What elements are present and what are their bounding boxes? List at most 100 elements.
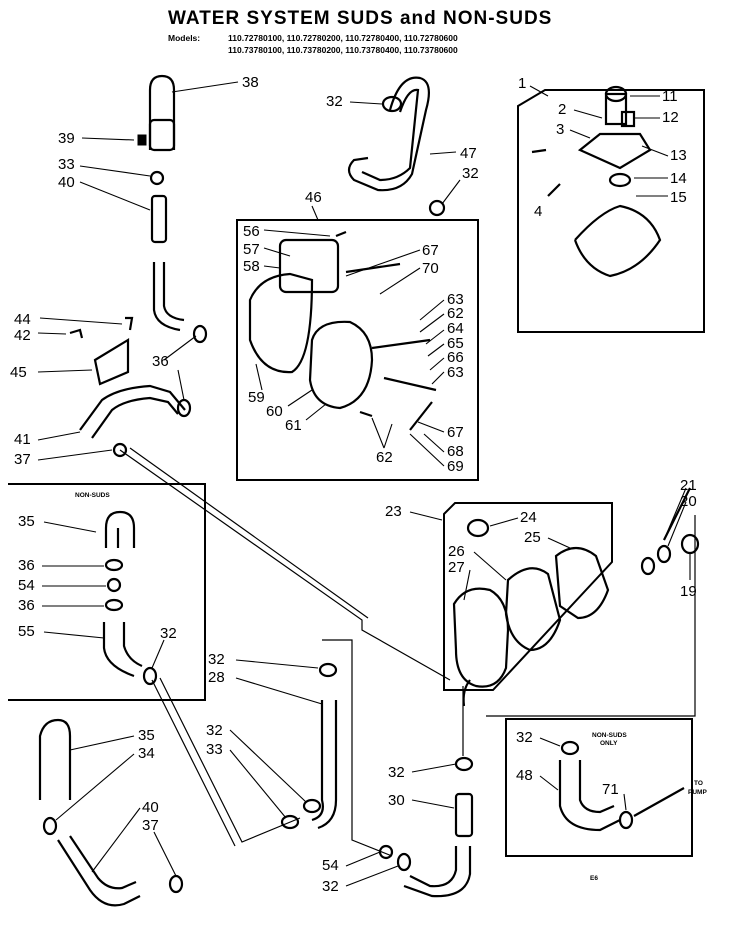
callout-69: 69: [447, 458, 464, 475]
valve-seal-14: [608, 172, 632, 188]
leader-35-lower: [69, 735, 135, 751]
clamp-32-lower: [396, 852, 412, 872]
hose-55-b: [122, 622, 143, 668]
leader-32-28: [235, 659, 319, 669]
callout-61: 61: [285, 417, 302, 434]
filter-housing-27: [452, 587, 510, 688]
clamp-32-nonsuds: [142, 666, 158, 686]
connecting-line-c: [151, 679, 236, 847]
callout-32-top: 32: [326, 93, 343, 110]
pump-line: [633, 787, 685, 817]
callout-15: 15: [670, 189, 687, 206]
filter-screen-26: [504, 567, 562, 652]
callout-62-low: 62: [376, 449, 393, 466]
callout-32-30: 32: [388, 764, 405, 781]
leader-62-low: [371, 417, 393, 449]
leader-61: [305, 403, 327, 421]
leader-45: [37, 369, 93, 373]
screw-42: [69, 328, 84, 339]
models-label: Models:: [168, 33, 200, 43]
leader-24: [489, 517, 519, 527]
hose-47-inner: [361, 88, 420, 182]
wire-70: [345, 262, 401, 274]
callout-37-top: 37: [14, 451, 31, 468]
filter-cap-24: [466, 518, 490, 538]
clamp-33-top: [149, 170, 165, 186]
clamp-36-upper: [192, 324, 208, 344]
leader-48: [539, 775, 559, 791]
leader-59: [255, 363, 263, 391]
clamp-37-upper: [112, 442, 128, 458]
leader-37-top: [37, 449, 113, 461]
leader-70: [379, 267, 421, 295]
leader-36: [163, 335, 197, 401]
callout-56: 56: [243, 223, 260, 240]
leader-23: [409, 511, 443, 521]
clip-39: [137, 134, 147, 146]
leader-47: [429, 151, 457, 155]
washer-20: [656, 544, 672, 564]
screw-56: [335, 230, 347, 238]
valve-assembly-box: [517, 89, 705, 333]
leader-40-top: [79, 181, 151, 211]
leader-1: [529, 85, 549, 97]
callout-32-28: 32: [208, 651, 225, 668]
hose-38-end: [148, 118, 176, 152]
lever-67: [409, 401, 433, 431]
callout-38: 38: [242, 74, 259, 91]
callout-37-lower: 37: [142, 817, 159, 834]
callout-1: 1: [518, 75, 526, 92]
callout-44: 44: [14, 311, 31, 328]
callout-47: 47: [460, 145, 477, 162]
hose-48-b: [578, 760, 615, 814]
callout-33-lower: 33: [206, 741, 223, 758]
leader-32-lower: [345, 865, 399, 887]
callout-3: 3: [556, 121, 564, 138]
valve-spring-12: [620, 110, 636, 128]
callout-39: 39: [58, 130, 75, 147]
leader-63-top: [419, 299, 445, 321]
connecting-line-a: [119, 449, 451, 681]
leader-20: [667, 501, 687, 547]
callout-32-nonsuds-only: 32: [516, 729, 533, 746]
hose-35-nonsuds: [104, 510, 136, 548]
callout-70: 70: [422, 260, 439, 277]
models-line-1: 110.72780100, 110.72780200, 110.72780400…: [228, 33, 458, 43]
hose-41-b: [91, 396, 179, 439]
stem-21: [663, 487, 691, 541]
leader-33-top: [79, 165, 151, 177]
callout-45: 45: [10, 364, 27, 381]
callout-32-lower: 32: [322, 878, 339, 895]
diagram-title: WATER SYSTEM SUDS and NON-SUDS: [168, 8, 552, 29]
callout-27: 27: [448, 559, 465, 576]
leader-21: [663, 487, 687, 541]
hose-40-lower: [57, 839, 141, 907]
callout-71: 71: [602, 781, 619, 798]
leader-25: [547, 537, 571, 549]
leader-32-nonsuds-only: [539, 737, 561, 747]
footer-code: E6: [590, 875, 598, 882]
leader-71: [623, 793, 627, 811]
callout-48: 48: [516, 767, 533, 784]
callout-60: 60: [266, 403, 283, 420]
leader-32-mid: [441, 179, 461, 205]
leader-3: [569, 129, 591, 139]
clamp-36-nonsuds-a: [104, 558, 124, 572]
hose-30-lower-b: [403, 846, 472, 898]
connecting-line-e: [322, 639, 393, 857]
non-suds-only-label-2: ONLY: [600, 740, 618, 747]
callout-54-nonsuds: 54: [18, 577, 35, 594]
leader-2: [573, 109, 603, 119]
leader-66: [429, 357, 445, 371]
callout-40-top: 40: [58, 174, 75, 191]
hose-41: [79, 384, 186, 431]
leader-37-lower: [153, 831, 177, 877]
leader-42: [37, 332, 67, 335]
leader-56: [263, 229, 331, 237]
leader-27: [463, 569, 471, 601]
connecting-line-g: [486, 515, 696, 717]
callout-63-low: 63: [447, 364, 464, 381]
leader-60: [287, 389, 313, 407]
callout-13: 13: [670, 147, 687, 164]
callout-68: 68: [447, 443, 464, 460]
